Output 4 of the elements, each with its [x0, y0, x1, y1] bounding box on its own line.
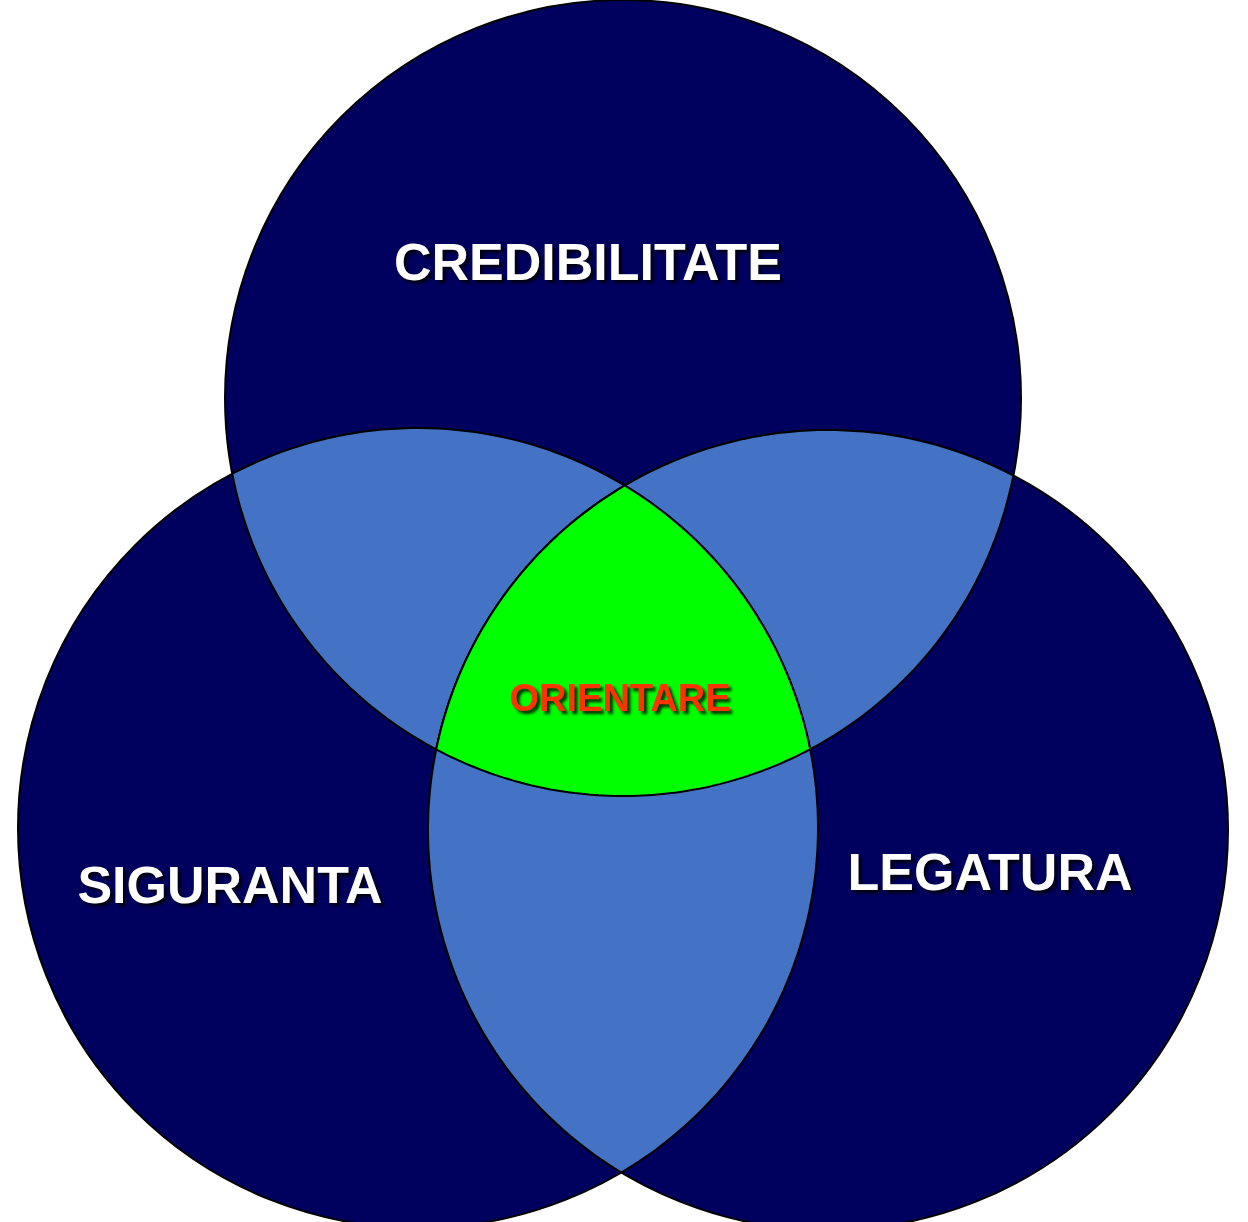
circle-label: SIGURANTA [77, 855, 383, 915]
circle-label: CREDIBILITATE [394, 232, 782, 292]
circle-label: LEGATURA [847, 842, 1133, 902]
center-label: ORIENTARE [509, 676, 731, 720]
